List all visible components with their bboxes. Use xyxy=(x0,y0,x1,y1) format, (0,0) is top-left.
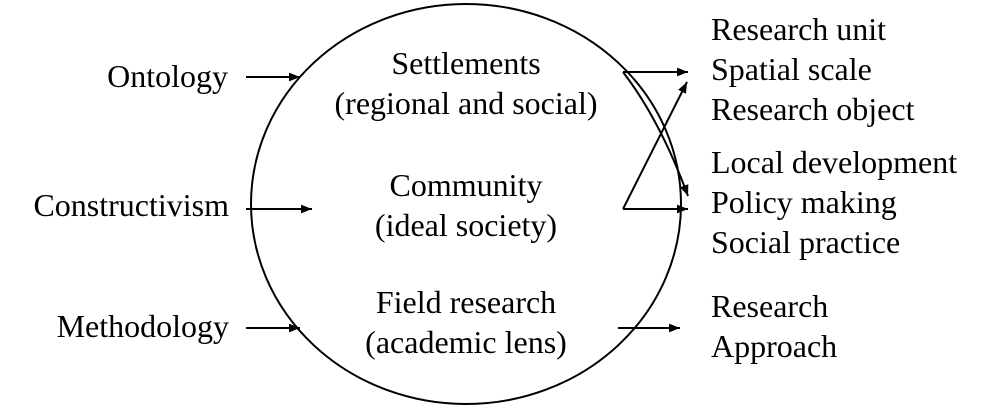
output-social-practice: Social practice xyxy=(711,224,900,260)
community-title: Community xyxy=(390,167,543,203)
label-constructivism: Constructivism xyxy=(33,187,229,223)
label-methodology: Methodology xyxy=(57,308,229,344)
central-circle xyxy=(250,3,682,405)
output-approach: Approach xyxy=(711,328,837,364)
arrow-community-to-research xyxy=(622,81,688,210)
field-research-title: Field research xyxy=(376,284,556,320)
output-research-unit: Research unit xyxy=(711,11,886,47)
output-spatial-scale: Spatial scale xyxy=(711,51,872,87)
community-subtitle: (ideal society) xyxy=(375,207,557,243)
arrow-settlements-to-practice xyxy=(622,71,689,197)
settlements-title: Settlements xyxy=(391,45,540,81)
field-research-subtitle: (academic lens) xyxy=(365,324,567,360)
output-research-object: Research object xyxy=(711,91,915,127)
output-research: Research xyxy=(711,288,828,324)
output-policy-making: Policy making xyxy=(711,184,897,220)
settlements-subtitle: (regional and social) xyxy=(335,85,598,121)
output-local-development: Local development xyxy=(711,144,957,180)
label-ontology: Ontology xyxy=(107,58,228,94)
